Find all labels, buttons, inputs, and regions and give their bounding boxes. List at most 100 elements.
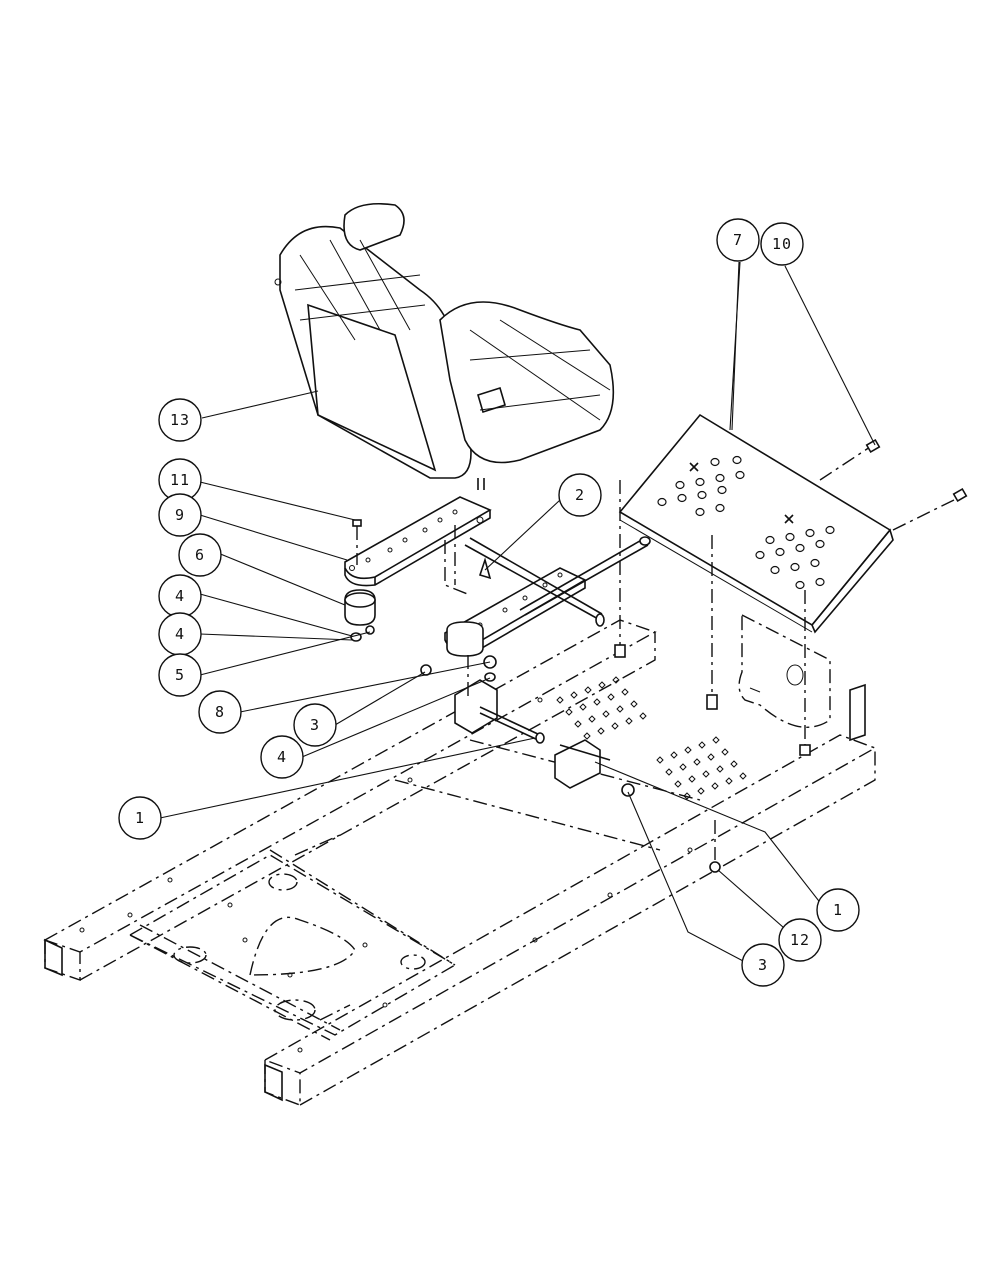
callout-circle bbox=[558, 473, 602, 517]
plate-hole bbox=[715, 473, 725, 483]
callout-number: 3 bbox=[310, 716, 320, 734]
callout-circle bbox=[760, 222, 804, 266]
callout-12: 12 bbox=[778, 918, 822, 962]
callout-number: 13 bbox=[170, 411, 190, 429]
deck-hole bbox=[598, 681, 606, 689]
deck-hole bbox=[565, 708, 573, 716]
deck-hole bbox=[697, 787, 705, 795]
callout-circle bbox=[118, 796, 162, 840]
callout-number: 2 bbox=[575, 486, 585, 504]
deck-hole bbox=[639, 712, 647, 720]
callout-number: 10 bbox=[772, 235, 792, 253]
seat-mount-brackets bbox=[344, 496, 721, 873]
deck-hole bbox=[584, 686, 592, 694]
plate-hole bbox=[825, 525, 835, 535]
seat bbox=[274, 202, 615, 490]
deck-hole bbox=[656, 756, 664, 764]
callout-1: 1 bbox=[816, 888, 860, 932]
callout-number: 4 bbox=[277, 748, 287, 766]
callout-13: 13 bbox=[158, 398, 202, 442]
deck-hole bbox=[674, 780, 682, 788]
deck-hole bbox=[597, 727, 605, 735]
callout-9: 9 bbox=[158, 493, 202, 537]
seat-support-panel bbox=[738, 613, 866, 742]
deck-hole bbox=[725, 777, 733, 785]
deck-hole bbox=[707, 753, 715, 761]
deck-hole bbox=[588, 715, 596, 723]
callout-7: 7 bbox=[716, 218, 760, 262]
callout-circle bbox=[260, 735, 304, 779]
callout-4: 4 bbox=[158, 574, 202, 618]
callout-circle bbox=[158, 398, 202, 442]
callout-number: 4 bbox=[175, 625, 185, 643]
plate-hole bbox=[717, 485, 727, 495]
deck-hole bbox=[716, 765, 724, 773]
callout-4: 4 bbox=[260, 735, 304, 779]
deck-hole bbox=[621, 688, 629, 696]
callout-circle bbox=[778, 918, 822, 962]
deck-hole bbox=[670, 751, 678, 759]
deck-hole bbox=[698, 741, 706, 749]
deck-hole bbox=[679, 763, 687, 771]
callout-number: 1 bbox=[833, 901, 843, 919]
deck-hole bbox=[607, 693, 615, 701]
callout-circle bbox=[741, 943, 785, 987]
callout-2: 2 bbox=[558, 473, 602, 517]
plate-hole bbox=[677, 493, 687, 503]
deck-hole bbox=[570, 691, 578, 699]
callout-1: 1 bbox=[118, 796, 162, 840]
callout-number: 1 bbox=[135, 809, 145, 827]
plate-hole bbox=[815, 539, 825, 549]
deck-hole bbox=[556, 696, 564, 704]
deck-hole bbox=[602, 710, 610, 718]
plate-hole bbox=[755, 550, 765, 560]
plate-hole bbox=[695, 507, 705, 517]
callout-6: 6 bbox=[178, 533, 222, 577]
callout-10: 10 bbox=[760, 222, 804, 266]
deck-hole bbox=[611, 722, 619, 730]
callout-number: 4 bbox=[175, 587, 185, 605]
callout-number: 8 bbox=[215, 703, 225, 721]
plate-hole bbox=[735, 470, 745, 480]
callout-circle bbox=[158, 653, 202, 697]
deck-hole bbox=[630, 700, 638, 708]
plate-hole bbox=[805, 528, 815, 538]
deck-hole bbox=[730, 760, 738, 768]
plate-hole bbox=[732, 455, 742, 465]
plate-hole bbox=[695, 477, 705, 487]
deck-hole bbox=[712, 736, 720, 744]
callout-number: 3 bbox=[758, 956, 768, 974]
plate-hole bbox=[697, 490, 707, 500]
plate-hole bbox=[790, 562, 800, 572]
callout-circle bbox=[293, 703, 337, 747]
deck-hole bbox=[688, 775, 696, 783]
plate-hole bbox=[795, 580, 805, 590]
deck-hole bbox=[721, 748, 729, 756]
callout-circle bbox=[716, 218, 760, 262]
callout-circle bbox=[158, 493, 202, 537]
deck-hole bbox=[693, 758, 701, 766]
plate-hole bbox=[815, 577, 825, 587]
callout-number: 6 bbox=[195, 546, 205, 564]
plate-hole bbox=[710, 457, 720, 467]
callout-number: 5 bbox=[175, 666, 185, 684]
plate-hole bbox=[775, 547, 785, 557]
deck-hole bbox=[711, 782, 719, 790]
deck-hole bbox=[583, 732, 591, 740]
plate-bolts bbox=[614, 438, 968, 756]
perforated-deck-holes bbox=[556, 676, 747, 800]
foot-plate bbox=[618, 413, 894, 634]
callout-number: 7 bbox=[733, 231, 743, 249]
callout-3: 3 bbox=[293, 703, 337, 747]
deck-hole bbox=[625, 717, 633, 725]
callout-number: 11 bbox=[170, 471, 190, 489]
deck-hole bbox=[612, 676, 620, 684]
plate-hole bbox=[785, 532, 795, 542]
callout-3: 3 bbox=[741, 943, 785, 987]
callout-11: 11 bbox=[158, 458, 202, 502]
callout-8: 8 bbox=[198, 690, 242, 734]
deck-hole bbox=[683, 792, 691, 800]
